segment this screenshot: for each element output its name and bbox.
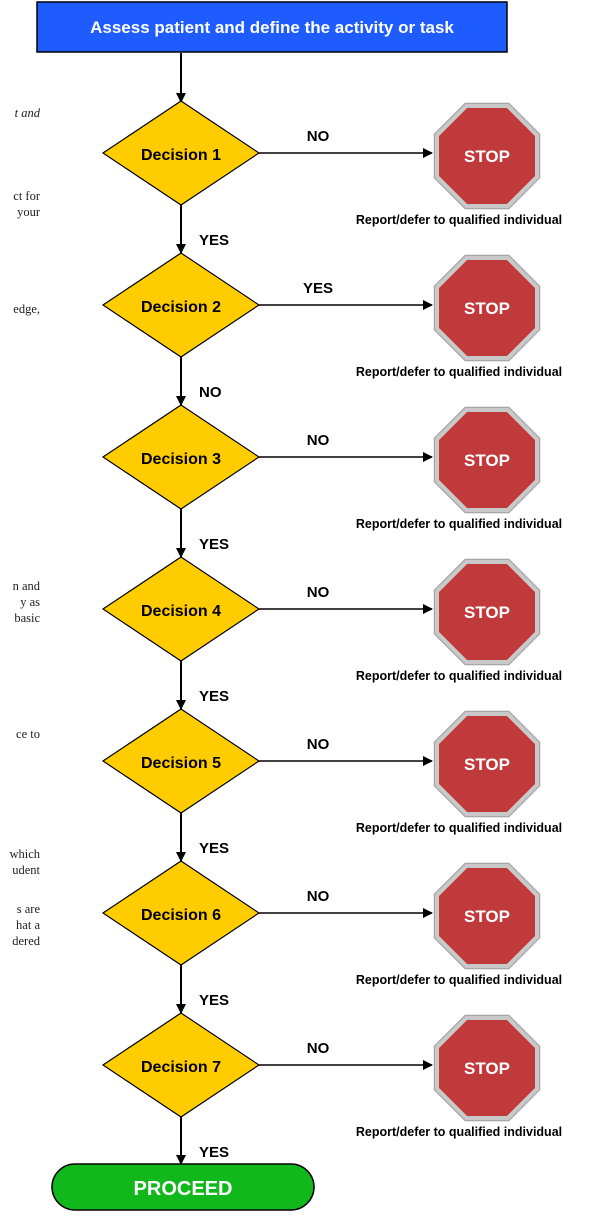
stop-sign-3: STOP Report/defer to qualified individual [356, 406, 562, 531]
stop-sign-icon [439, 1020, 535, 1116]
decision-1-branch-label: NO [307, 128, 330, 145]
decision-1-label: Decision 1 [141, 147, 221, 164]
stop-caption: Report/defer to qualified individual [356, 365, 562, 379]
stop-label: STOP [464, 755, 510, 774]
proceed-label: PROCEED [134, 1178, 233, 1200]
stop-caption: Report/defer to qualified individual [356, 669, 562, 683]
decision-4-label: Decision 4 [141, 603, 221, 620]
decision-5-down-label: YES [199, 840, 229, 857]
stop-caption: Report/defer to qualified individual [356, 973, 562, 987]
stop-caption: Report/defer to qualified individual [356, 517, 562, 531]
decision-2-group: Decision 2 YES STOP Report/defer to qualifi… [101, 252, 562, 406]
decision-3-group: Decision 3 NO STOP Report/defer to qualifie… [101, 404, 562, 558]
decision-5-branch-label: NO [307, 736, 330, 753]
stop-sign-7: STOP Report/defer to qualified individual [356, 1014, 562, 1139]
side-text-line: s are [17, 902, 41, 916]
decision-7-label: Decision 7 [141, 1059, 221, 1076]
stop-sign-icon [439, 868, 535, 964]
stop-caption: Report/defer to qualified individual [356, 1125, 562, 1139]
header-title: Assess patient and define the activity o… [90, 18, 454, 37]
stop-caption: Report/defer to qualified individual [356, 213, 562, 227]
decision-7-branch-label: NO [307, 1040, 330, 1057]
proceed-terminal: PROCEED [51, 1163, 315, 1211]
decision-3-label: Decision 3 [141, 451, 221, 468]
decision-flow: Decision 1 NO STOP Report/defer to qualifie… [101, 100, 562, 1165]
stop-sign-icon [439, 108, 535, 204]
side-text-line: t and [15, 106, 41, 120]
stop-sign-6: STOP Report/defer to qualified individual [356, 862, 562, 987]
decision-2-branch-label: YES [303, 280, 333, 297]
header-box: Assess patient and define the activity o… [36, 1, 508, 53]
decision-3-branch-label: NO [307, 432, 330, 449]
side-text-line: which [9, 847, 40, 861]
header-rect [36, 1, 508, 53]
stop-sign-2: STOP Report/defer to qualified individual [356, 254, 562, 379]
side-text-line: ce to [16, 727, 40, 741]
decision-3-down-label: YES [199, 536, 229, 553]
stop-caption: Report/defer to qualified individual [356, 821, 562, 835]
stop-sign-5: STOP Report/defer to qualified individual [356, 710, 562, 835]
side-text-line: udent [12, 863, 40, 877]
stop-label: STOP [464, 603, 510, 622]
decision-6-down-label: YES [199, 992, 229, 1009]
side-text-line: y as [20, 595, 40, 609]
stop-sign-4: STOP Report/defer to qualified individual [356, 558, 562, 683]
stop-sign-icon [439, 412, 535, 508]
decision-4-down-label: YES [199, 688, 229, 705]
side-text-column: t and ct for your edge, n and y as basic ce to w… [9, 106, 40, 948]
decision-4-group: Decision 4 NO STOP Report/defer to qualifie… [101, 556, 562, 710]
stop-label: STOP [464, 147, 510, 166]
stop-label: STOP [464, 451, 510, 470]
side-text-line: ct for [13, 189, 41, 203]
decision-6-group: Decision 6 NO STOP Report/defer to qualifie… [101, 860, 562, 1014]
decision-2-down-label: NO [199, 384, 222, 401]
decision-1-group: Decision 1 NO STOP Report/defer to qualifie… [101, 100, 562, 254]
decision-7-group: Decision 7 NO STOP Report/defer to qualifie… [101, 1012, 562, 1165]
decision-6-label: Decision 6 [141, 907, 221, 924]
stop-label: STOP [464, 299, 510, 318]
stop-sign-icon [439, 260, 535, 356]
side-text-line: basic [14, 611, 40, 625]
stop-label: STOP [464, 907, 510, 926]
decision-4-branch-label: NO [307, 584, 330, 601]
decision-2-label: Decision 2 [141, 299, 221, 316]
decision-5-group: Decision 5 NO STOP Report/defer to qualifie… [101, 708, 562, 862]
decision-6-branch-label: NO [307, 888, 330, 905]
stop-sign-icon [439, 564, 535, 660]
decision-5-label: Decision 5 [141, 755, 221, 772]
decision-1-down-label: YES [199, 232, 229, 249]
side-text-line: edge, [13, 302, 40, 316]
side-text-line: dered [12, 934, 41, 948]
decision-7-down-label: YES [199, 1144, 229, 1161]
side-text-line: hat a [16, 918, 40, 932]
stop-sign-icon [439, 716, 535, 812]
side-text-line: your [17, 205, 41, 219]
stop-sign-1: STOP Report/defer to qualified individual [356, 102, 562, 227]
stop-label: STOP [464, 1059, 510, 1078]
proceed-shape [51, 1163, 315, 1211]
side-text-line: n and [13, 579, 41, 593]
